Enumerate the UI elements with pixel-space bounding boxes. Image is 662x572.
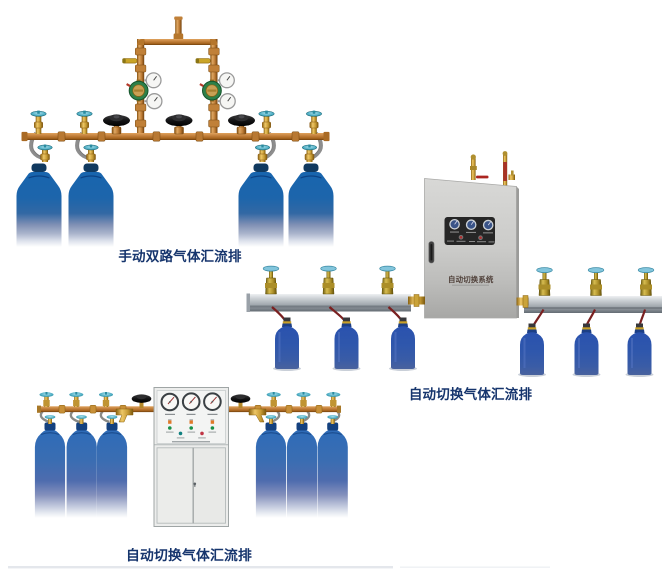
- svg-text:手动双路气体汇流排: 手动双路气体汇流排: [118, 248, 242, 264]
- svg-text:自动切换气体汇流排: 自动切换气体汇流排: [126, 547, 252, 563]
- svg-text:自动切换系统: 自动切换系统: [448, 275, 494, 284]
- svg-text:自动切换气体汇流排: 自动切换气体汇流排: [409, 386, 533, 402]
